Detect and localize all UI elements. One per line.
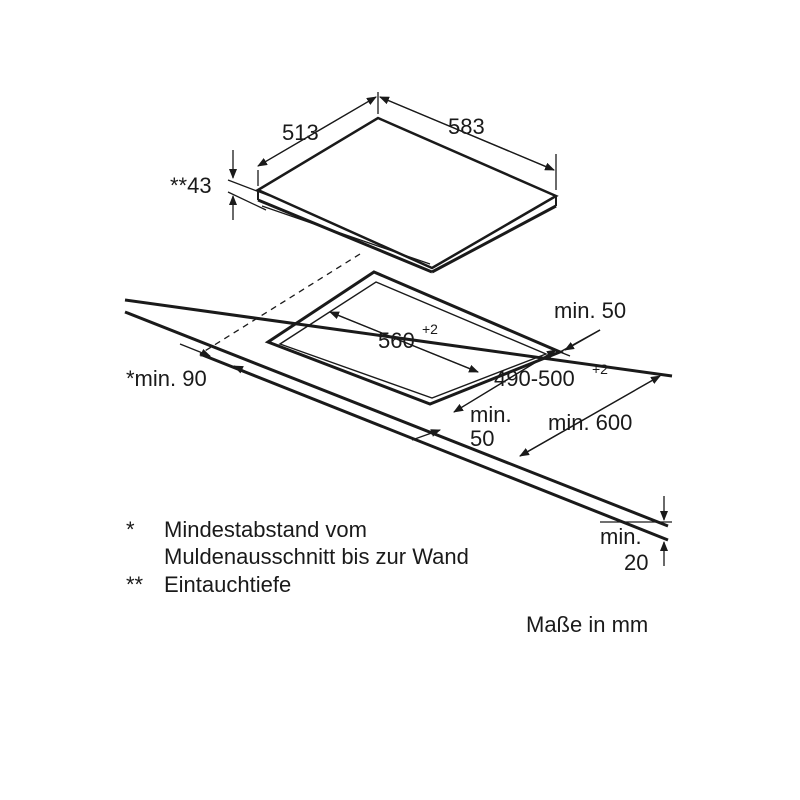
footnote-2-marker: **	[126, 572, 144, 597]
hob-bottom-edge	[257, 198, 433, 274]
min-worktop-depth-label: min. 600	[548, 410, 632, 435]
footnote-1-line1: Mindestabstand vom	[164, 517, 367, 542]
hob-depth-label: 513	[282, 120, 319, 145]
cutout-depth-tolerance: +2	[592, 361, 608, 377]
hob-frame-line	[261, 205, 431, 265]
cabinet-wall-dashed	[199, 253, 361, 355]
footnote-1-marker: *	[126, 517, 135, 542]
cutout-dimension-lines	[179, 311, 672, 566]
units-note: Maße in mm	[526, 612, 648, 637]
min-thickness-label-line2: 20	[624, 550, 648, 575]
cutout-width-tolerance: +2	[422, 321, 438, 337]
cutout-width-label: 560	[378, 328, 415, 353]
min-rear-label: min. 50	[554, 298, 626, 323]
footnote-1-line2: Muldenausschnitt bis zur Wand	[164, 544, 469, 569]
worktop-front-lower-edge	[199, 352, 669, 542]
min-thickness-label-line1: min.	[600, 524, 642, 549]
hob-top-surface	[255, 116, 559, 270]
worktop	[124, 253, 673, 542]
cutout-outer	[264, 270, 564, 406]
min-front-label-line1: min.	[470, 402, 512, 427]
worktop-rear-edge	[124, 298, 673, 378]
cutout-inner	[278, 281, 548, 399]
hob-dimension-lines	[227, 92, 557, 220]
cutout-depth-label: 490-500	[494, 366, 575, 391]
footnote-2-line1: Eintauchtiefe	[164, 572, 291, 597]
hob-width-label: 583	[448, 114, 485, 139]
footnotes: * Mindestabstand vom Muldenausschnitt bi…	[126, 517, 469, 597]
immersion-depth-label: **43	[170, 173, 212, 198]
worktop-front-edge	[124, 310, 669, 528]
min-front-label-line2: 50	[470, 426, 494, 451]
min-side-wall-label: *min. 90	[126, 366, 207, 391]
